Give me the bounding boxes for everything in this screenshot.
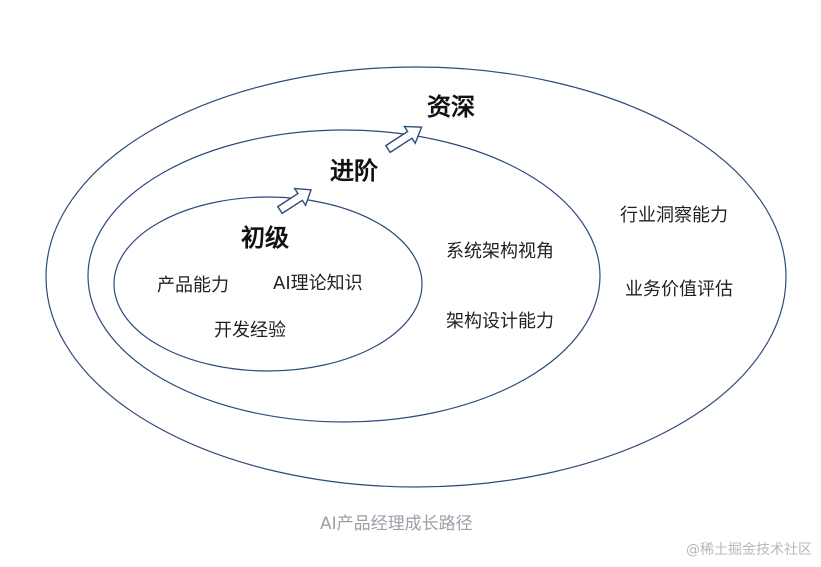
- skill-ai-theory: AI理论知识: [273, 273, 363, 294]
- skill-system-architecture: 系统架构视角: [446, 241, 554, 262]
- watermark: @稀土掘金技术社区: [686, 542, 812, 558]
- senior-level-title: 资深: [427, 93, 475, 121]
- senior-ellipse: [45, 66, 787, 488]
- skill-product: 产品能力: [157, 275, 229, 296]
- advanced-level-title: 进阶: [330, 157, 378, 185]
- skill-dev-experience: 开发经验: [214, 320, 286, 341]
- junior-level-title: 初级: [241, 224, 289, 252]
- skill-architecture-design: 架构设计能力: [446, 311, 554, 332]
- skill-industry-insight: 行业洞察能力: [620, 205, 728, 226]
- arrow-junior-to-advanced: [276, 187, 312, 215]
- diagram-caption: AI产品经理成长路径: [320, 514, 473, 534]
- junior-ellipse: [113, 196, 423, 372]
- arrow-advanced-to-senior: [384, 125, 423, 154]
- skill-business-value: 业务价值评估: [625, 279, 733, 300]
- advanced-ellipse: [87, 129, 601, 423]
